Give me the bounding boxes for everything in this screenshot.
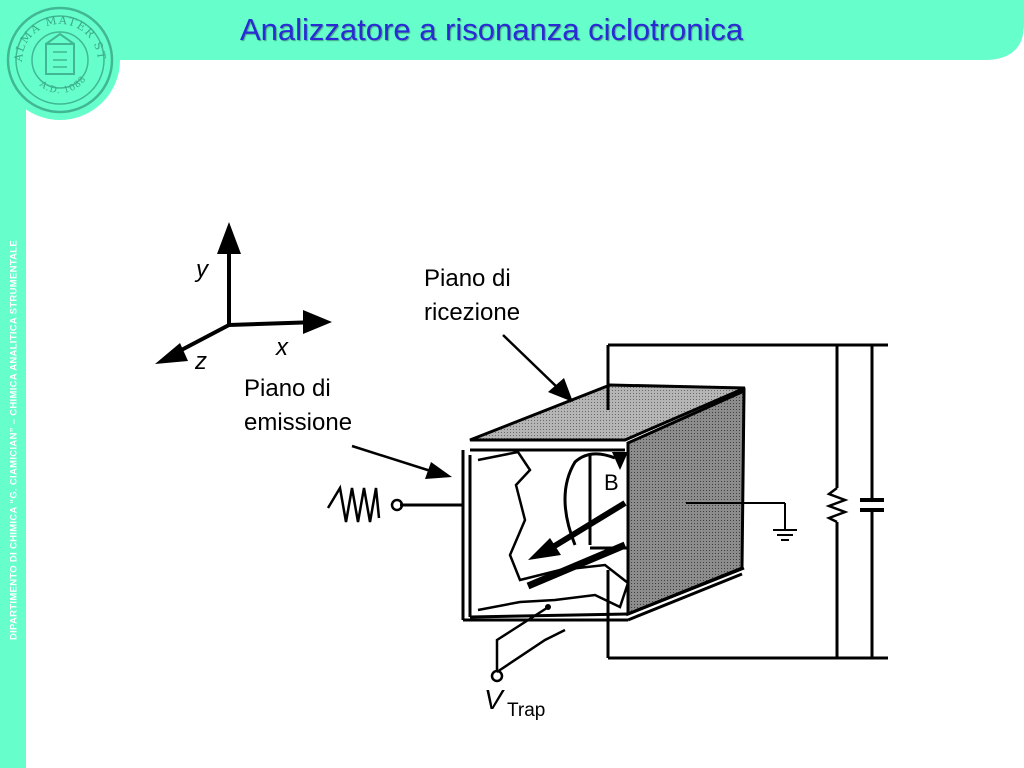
axis-arrowheads [155,222,332,364]
receive-circuit [606,343,888,660]
trap-voltage-label: V [484,684,503,715]
y-axis-label: y [196,256,208,283]
emit-plane-line-2: emissione [244,409,353,436]
emit-plane-line-1: Piano di [244,375,331,402]
emission-terminal [390,498,404,512]
trap-voltage-subscript: Trap [507,700,546,721]
receive-plane-label: Piano di ricezione [424,262,520,330]
top-receive-plate [469,383,746,442]
trap-wiring [495,604,566,674]
ion-orbit-arc [563,452,616,546]
receive-pointer-arrowhead [548,378,573,402]
ground-symbol [773,529,797,541]
ion-path-bar [526,541,627,590]
receive-plane-line-2: ricezione [424,299,521,326]
x-axis-label: x [276,334,288,361]
receive-plane-line-1: Piano di [424,265,511,292]
magnetic-field-arrow [528,538,561,560]
z-axis-label: z [195,348,207,375]
slide-title: Analizzatore a risonanza ciclotronica [240,12,744,47]
cell-frame [461,448,745,622]
emit-pointer-line [351,444,438,475]
receive-pointer-line [502,334,561,391]
emit-plane-label: Piano di emissione [244,372,352,440]
trap-terminal [490,669,504,683]
coordinate-axes [169,238,319,358]
emit-pointer-arrowhead [425,462,452,479]
field-b-label: B [604,470,619,495]
rf-source [326,484,463,523]
